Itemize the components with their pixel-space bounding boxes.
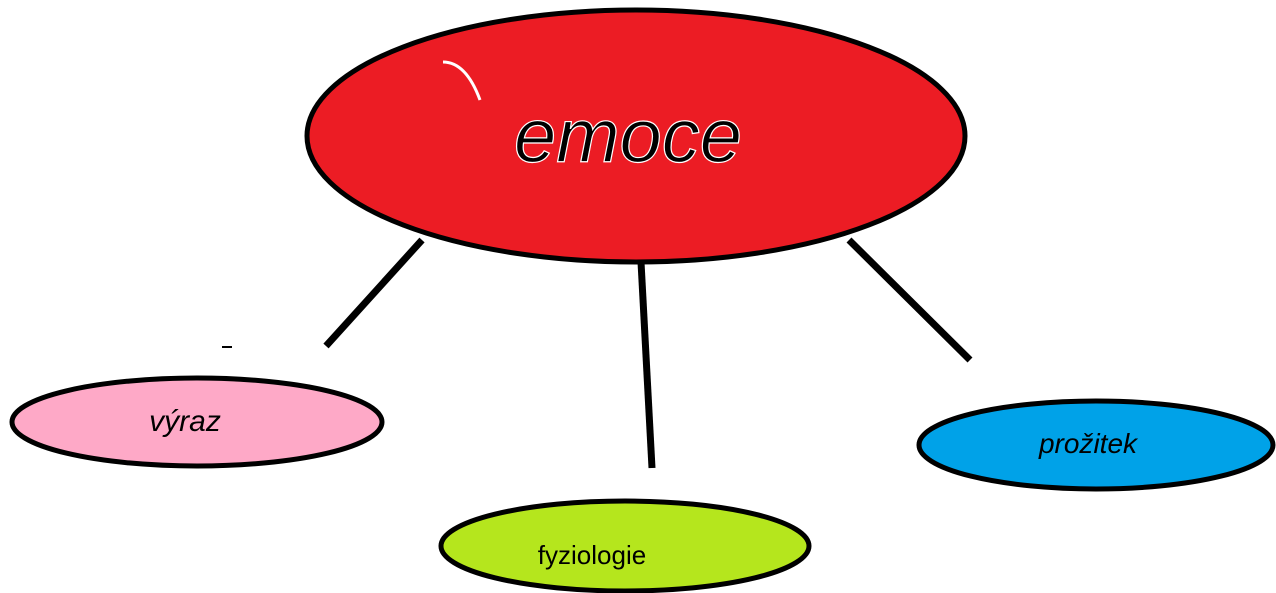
connector-fyziologie <box>637 261 656 469</box>
child-node-prozitek-label: prožitek <box>1038 428 1139 459</box>
connector-vyraz <box>323 237 425 349</box>
central-node-label: emoce <box>514 94 742 179</box>
child-node-vyraz: výraz <box>9 375 385 469</box>
child-node-fyziologie: fyziologie <box>438 498 812 593</box>
stray-highlight-mark <box>442 60 482 101</box>
child-node-fyziologie-label: fyziologie <box>538 540 646 570</box>
child-node-prozitek-shape <box>916 398 1276 492</box>
connectors <box>323 237 973 469</box>
connector-prozitek <box>846 237 973 363</box>
child-node-prozitek: prožitek <box>916 398 1276 492</box>
central-node-shape <box>304 7 968 265</box>
child-node-fyziologie-shape <box>438 498 812 593</box>
child-node-vyraz-label: výraz <box>149 405 221 438</box>
central-node: emoce <box>304 7 968 265</box>
child-node-vyraz-shape <box>9 375 385 469</box>
